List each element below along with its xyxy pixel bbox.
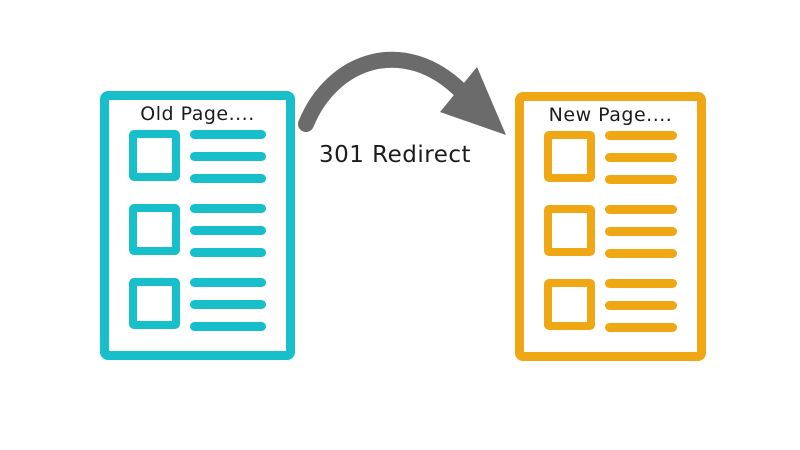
text-line-bar bbox=[605, 279, 677, 288]
text-line-bar bbox=[605, 131, 677, 140]
text-line-bar bbox=[190, 174, 266, 183]
text-line-bar bbox=[605, 227, 677, 236]
text-line-group bbox=[605, 279, 677, 332]
content-row bbox=[544, 205, 677, 258]
thumbnail-square bbox=[129, 278, 180, 329]
text-line-bar bbox=[190, 322, 266, 331]
content-row bbox=[129, 278, 266, 331]
thumbnail-square bbox=[544, 279, 595, 330]
text-line-bar bbox=[190, 152, 266, 161]
text-line-group bbox=[190, 130, 266, 183]
text-line-group bbox=[190, 278, 266, 331]
new-page-title: New Page.... bbox=[548, 104, 673, 126]
new-page-card: New Page.... bbox=[515, 92, 706, 361]
text-line-group bbox=[605, 205, 677, 258]
text-line-bar bbox=[190, 130, 266, 139]
text-line-bar bbox=[605, 175, 677, 184]
text-line-bar bbox=[190, 248, 266, 257]
text-line-bar bbox=[190, 278, 266, 287]
thumbnail-square bbox=[129, 204, 180, 255]
text-line-bar bbox=[605, 249, 677, 258]
text-line-bar bbox=[605, 301, 677, 310]
text-line-bar bbox=[605, 323, 677, 332]
text-line-bar bbox=[190, 204, 266, 213]
thumbnail-square bbox=[544, 131, 595, 182]
text-line-bar bbox=[190, 300, 266, 309]
content-row bbox=[544, 279, 677, 332]
text-line-bar bbox=[190, 226, 266, 235]
text-line-bar bbox=[605, 205, 677, 214]
text-line-bar bbox=[605, 153, 677, 162]
content-row bbox=[129, 204, 266, 257]
thumbnail-square bbox=[544, 205, 595, 256]
old-page-title: Old Page.... bbox=[140, 103, 255, 125]
content-row bbox=[544, 131, 677, 184]
thumbnail-square bbox=[129, 130, 180, 181]
old-page-content bbox=[109, 125, 286, 331]
text-line-group bbox=[190, 204, 266, 257]
text-line-group bbox=[605, 131, 677, 184]
content-row bbox=[129, 130, 266, 183]
new-page-content bbox=[524, 126, 697, 332]
redirect-label: 301 Redirect bbox=[318, 142, 472, 168]
old-page-card: Old Page.... bbox=[100, 91, 295, 360]
